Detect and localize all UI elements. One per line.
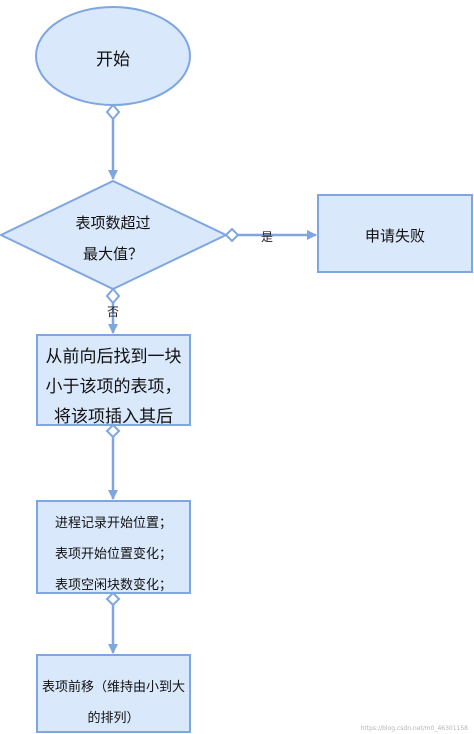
decision-label-line-2: 最大值？	[82, 245, 143, 263]
edge-record-to-shift	[105, 591, 121, 654]
edge-find-to-record	[105, 423, 121, 500]
record-node	[36, 500, 191, 594]
decision-node	[0, 179, 229, 291]
edge-label-yes: 是	[261, 230, 274, 244]
watermark: https://blog.csdn.net/m0_46301158	[360, 725, 468, 732]
edge-start-to-decision	[105, 103, 121, 180]
record-label-line-2: 表项开始位置变化；	[54, 547, 172, 562]
find-slot-label-line-2: 小于该项的表项，	[45, 377, 182, 397]
find-slot-node	[36, 334, 191, 426]
find-slot-label-line-3: 将该项插入其后	[54, 407, 173, 427]
record-label-line-3: 表项空闲块数变化；	[54, 578, 172, 593]
find-slot-label-line-1: 从前向后找到一块	[45, 347, 182, 367]
edge-label-no: 否	[107, 305, 120, 319]
edge-yes	[224, 227, 317, 243]
shift-label-line-2: 的排列）	[87, 711, 140, 726]
edge-no	[105, 287, 121, 334]
decision-label-line-1: 表项数超过	[75, 214, 151, 232]
start-label: 开始	[96, 50, 130, 70]
shift-label-line-1: 表项前移（维持由小到大	[41, 680, 185, 695]
apply-fail-node	[317, 194, 473, 273]
record-label-line-1: 进程记录开始位置；	[54, 516, 172, 531]
shift-node	[36, 654, 191, 733]
apply-fail-label: 申请失败	[364, 227, 425, 245]
